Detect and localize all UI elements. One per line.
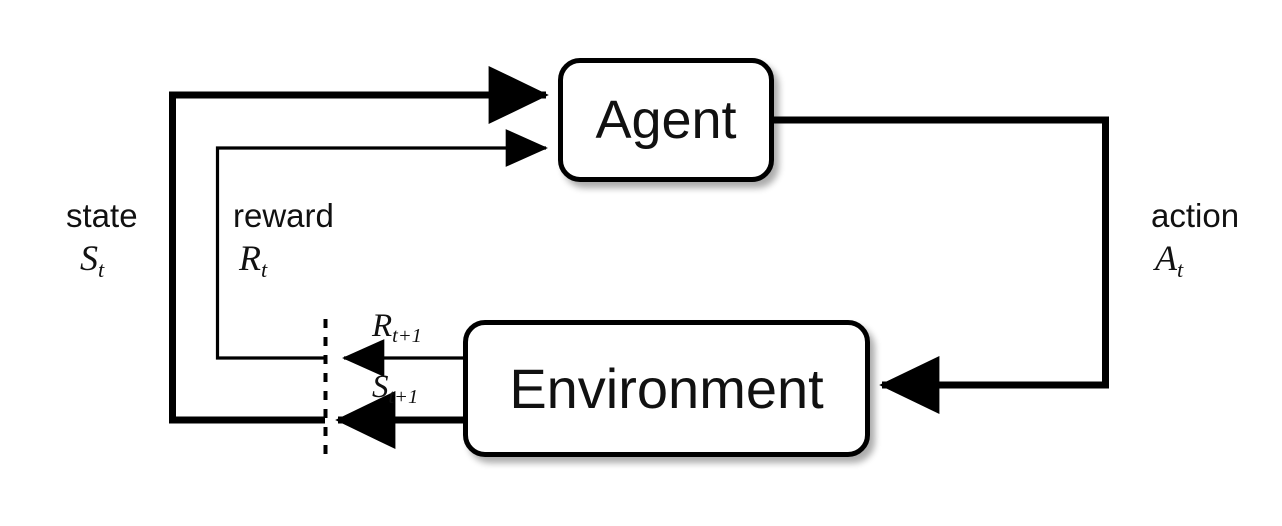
reward-next-symbol: Rt+1 [372,308,422,347]
state-next-subscript: t+1 [388,386,419,409]
action-symbol-subscript: t [1177,256,1184,282]
reward-symbol-subscript: t [261,256,268,282]
environment-node-label: Environment [509,356,824,420]
action-path [774,116,1109,415]
agent-node-label: Agent [595,90,737,150]
state-signal-word: state [66,197,138,234]
reward-signal-symbol: Rt [239,237,334,282]
agent-node[interactable]: Agent [558,58,774,182]
state-next-base: S [372,369,389,405]
state-symbol-base: S [80,237,98,278]
action-signal-label: action At [1151,197,1240,282]
action-signal-word: action [1151,197,1240,234]
reward-signal-word: reward [233,197,334,234]
state-next-symbol: St+1 [372,369,418,408]
reward-symbol-base: R [239,237,261,278]
state-signal-label: state St [66,197,138,282]
state-feedback-path [169,65,549,424]
action-symbol-base: A [1155,237,1177,278]
reward-next-base: R [372,308,393,344]
action-signal-symbol: At [1155,237,1239,282]
state-signal-symbol: St [80,237,138,282]
state-symbol-subscript: t [98,256,105,282]
reward-feedback-path [215,129,548,360]
reward-signal-label: reward Rt [233,197,334,282]
environment-node[interactable]: Environment [463,320,870,457]
reward-next-subscript: t+1 [392,325,422,348]
